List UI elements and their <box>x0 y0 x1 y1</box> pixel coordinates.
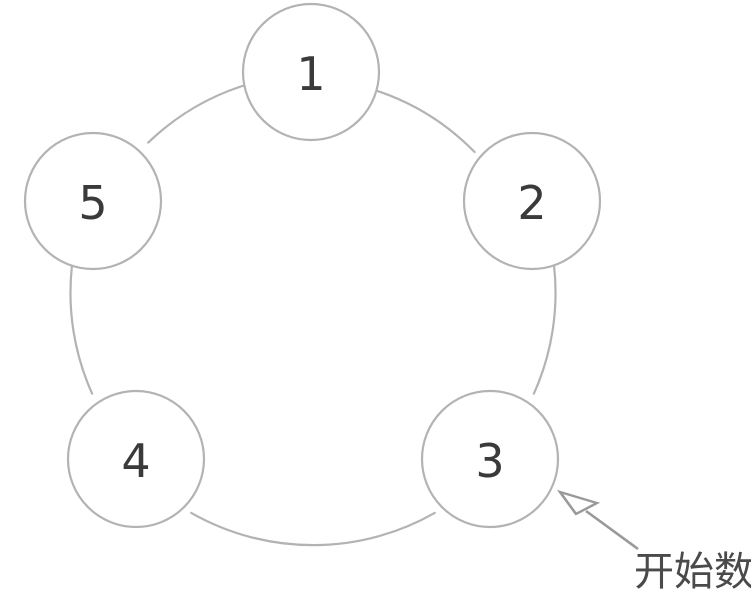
node-5[interactable]: 5 <box>23 131 163 271</box>
edges-group <box>69 81 557 547</box>
node-2[interactable]: 2 <box>462 131 602 271</box>
edge-3-to-4 <box>190 511 436 547</box>
annotation-arrow <box>556 489 639 551</box>
edge-4-to-5 <box>69 265 94 395</box>
node-4-label: 4 <box>121 434 150 488</box>
start-count-annotation-label: 开始数 <box>634 549 751 595</box>
edge-2-to-3 <box>532 265 557 395</box>
node-1-label: 1 <box>296 47 325 101</box>
node-3[interactable]: 3 <box>420 389 560 529</box>
node-2-circle[interactable] <box>462 131 602 271</box>
node-5-circle[interactable] <box>23 131 163 271</box>
node-2-label: 2 <box>517 176 546 230</box>
node-5-label: 5 <box>78 176 107 230</box>
node-4[interactable]: 4 <box>66 389 206 529</box>
node-3-circle[interactable] <box>420 389 560 529</box>
node-4-circle[interactable] <box>66 389 206 529</box>
arrow-head-icon <box>556 489 601 516</box>
arrow-shaft-line <box>585 509 639 551</box>
arrow-head-inner-stroke <box>559 491 577 515</box>
node-1-circle[interactable] <box>241 2 381 142</box>
node-3-label: 3 <box>475 434 504 488</box>
edge-5-to-1 <box>147 81 254 144</box>
edge-1-to-2 <box>371 88 476 154</box>
nodes-group: 1 2 3 4 5 <box>23 2 602 529</box>
node-1[interactable]: 1 <box>241 2 381 142</box>
